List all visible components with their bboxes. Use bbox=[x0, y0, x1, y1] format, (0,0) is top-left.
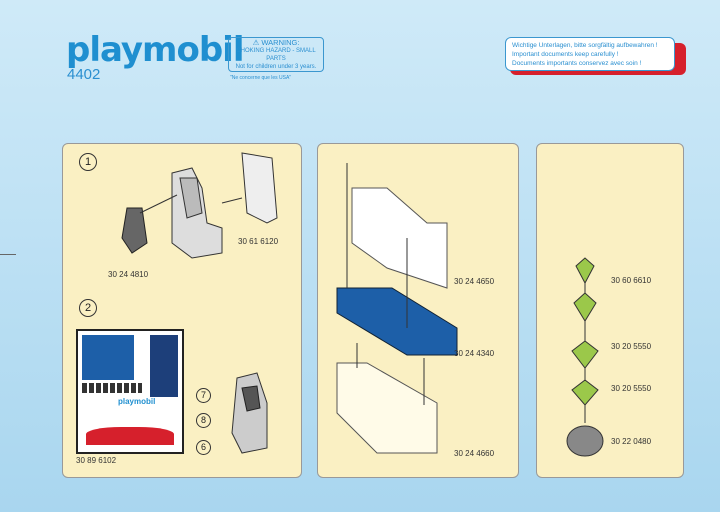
sticker-chart bbox=[82, 335, 134, 380]
part-number: 30 24 4660 bbox=[454, 449, 495, 458]
fold-mark bbox=[0, 254, 16, 255]
warning-note: "Ne concerne que les USA" bbox=[230, 75, 292, 81]
step-number-2: 2 bbox=[79, 299, 97, 317]
warning-box: ⚠ WARNING: CHOKING HAZARD - SMALL PARTS … bbox=[228, 37, 324, 72]
part-number: 30 22 0480 bbox=[611, 437, 652, 446]
sticker-brand: playmobil bbox=[118, 397, 156, 406]
playmobil-logo: playmobil bbox=[66, 30, 244, 70]
warning-title: ⚠ WARNING: bbox=[252, 38, 300, 47]
counter-illustration bbox=[336, 163, 458, 454]
part-number: 30 24 4650 bbox=[454, 277, 495, 286]
part-number: 30 20 5550 bbox=[611, 384, 652, 393]
panel-plant bbox=[536, 143, 684, 478]
notice-de: Wichtige Unterlagen, bitte sorgfältig au… bbox=[512, 42, 658, 49]
warning-line1: CHOKING HAZARD - SMALL PARTS bbox=[236, 48, 316, 62]
set-number: 4402 bbox=[67, 66, 101, 83]
step-number-1: 1 bbox=[79, 153, 97, 171]
sticker-sheet: playmobil bbox=[76, 329, 184, 454]
warning-line2: Not for children under 3 years. bbox=[235, 64, 317, 70]
sticker-banner bbox=[86, 427, 174, 445]
callout-6: 6 bbox=[196, 440, 211, 455]
notice-box: Wichtige Unterlagen, bitte sorgfältig au… bbox=[505, 37, 675, 71]
sticker-keys bbox=[82, 383, 142, 393]
plant-illustration bbox=[566, 257, 604, 457]
part-number: 30 20 5550 bbox=[611, 342, 652, 351]
part-number: 30 61 6120 bbox=[238, 237, 279, 246]
part-number: 30 24 4340 bbox=[454, 349, 495, 358]
atm-assembly-illustration bbox=[121, 152, 278, 454]
part-number: 30 60 6610 bbox=[611, 276, 652, 285]
callout-8: 8 bbox=[196, 413, 211, 428]
callout-7: 7 bbox=[196, 388, 211, 403]
notice-en: Important documents keep carefully ! bbox=[512, 51, 619, 58]
sticker-piggybank bbox=[150, 335, 178, 397]
notice-fr: Documents importants conservez avec soin… bbox=[512, 60, 642, 67]
part-number: 30 24 4810 bbox=[108, 270, 149, 279]
part-number: 30 89 6102 bbox=[76, 456, 117, 465]
